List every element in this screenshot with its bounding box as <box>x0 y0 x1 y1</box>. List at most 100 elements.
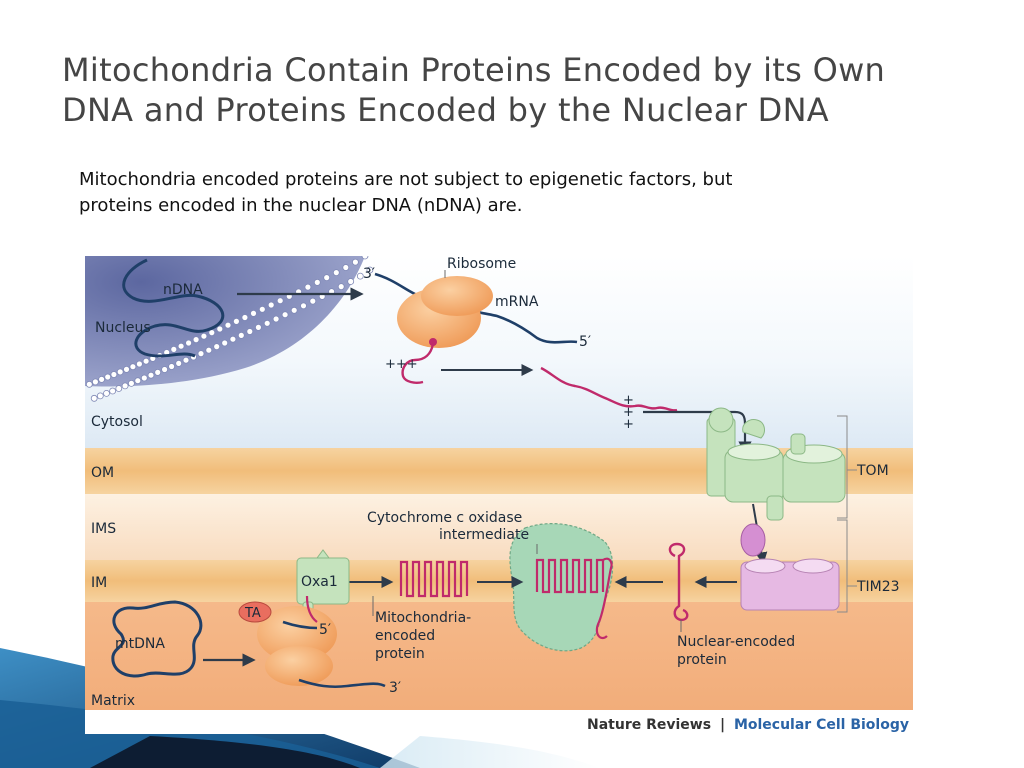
lipid-head <box>250 310 257 317</box>
cytosol-label: Cytosol <box>91 414 143 430</box>
lipid-head <box>361 256 369 260</box>
lipid-head <box>147 371 155 379</box>
mito-encoded-label-1: Mitochondria- <box>375 610 471 626</box>
nucleus <box>85 256 374 402</box>
lipid-head <box>290 306 298 314</box>
plus-charge-left: +++ <box>385 357 418 372</box>
lipid-head <box>121 382 129 390</box>
lipid-head <box>300 302 307 310</box>
cox-chain-tail <box>595 557 613 640</box>
lipid-head <box>90 394 98 402</box>
lipid-head <box>276 297 284 305</box>
lipid-head <box>96 392 104 400</box>
lipid-head <box>241 314 249 321</box>
nascent-chain-exit <box>429 338 437 346</box>
mrna-label: mRNA <box>495 294 539 310</box>
lipid-head <box>136 360 143 368</box>
mtdna-label: mtDNA <box>115 636 165 652</box>
subtitle-line-2: proteins encoded in the nuclear DNA (nDN… <box>79 195 523 216</box>
cox-label-2: intermediate <box>439 527 529 543</box>
lipid-head <box>161 366 168 373</box>
mito-encoded-label-2: encoded <box>375 628 435 644</box>
lipid-head <box>332 269 340 277</box>
plus-charge-right-1: + <box>623 393 634 408</box>
tom-complex <box>706 407 846 521</box>
ndna-strand <box>122 258 225 358</box>
lipid-head <box>237 332 245 339</box>
nuclear-encoded-protein-chain <box>668 542 689 622</box>
lipid-head <box>104 373 112 381</box>
mito-ribosome-small-subunit <box>265 646 333 686</box>
lipid-head <box>115 385 123 392</box>
lipid-head <box>185 339 192 347</box>
nuclear-encoded-label-1: Nuclear-encoded <box>677 634 795 650</box>
matrix-region <box>85 602 913 710</box>
nascent-chain <box>401 343 435 384</box>
nuclear-envelope-bilayer <box>85 256 374 402</box>
slide-subtitle: Mitochondria encoded proteins are not su… <box>79 167 939 219</box>
lipid-head <box>309 297 317 305</box>
lipid-head <box>200 332 208 340</box>
slide-title: Mitochondria Contain Proteins Encoded by… <box>62 50 962 130</box>
lipid-head <box>304 283 312 291</box>
lipid-head <box>140 374 148 382</box>
credit-strip <box>85 710 913 734</box>
prime-3-top-label: 3′ <box>363 266 375 282</box>
ribosome-small-subunit <box>421 276 493 316</box>
lipid-head <box>366 266 374 274</box>
om-label: OM <box>91 465 114 481</box>
lipid-head <box>313 278 321 286</box>
nuclear-encoded-label-2: protein <box>677 652 727 668</box>
lipid-head <box>323 274 331 282</box>
cox-transmembrane-chain <box>535 558 605 594</box>
lipid-head <box>103 389 110 397</box>
lipid-head <box>281 311 289 319</box>
mitochondria-protein-import-diagram: nDNA Nucleus 3′ Ribosome mRNA 5′ +++ + +… <box>85 256 913 734</box>
lipid-head <box>347 278 355 285</box>
prime-5-bottom-label: 5′ <box>319 622 331 638</box>
im-label: IM <box>91 575 107 591</box>
mito-encoded-label-3: protein <box>375 646 425 662</box>
cox-label-1: Cytochrome c oxidase <box>367 510 522 526</box>
lipid-head <box>267 301 275 309</box>
lipid-head <box>109 387 117 395</box>
title-line-1: Mitochondria Contain Proteins Encoded by… <box>62 51 886 89</box>
lipid-head <box>197 350 205 357</box>
mtdna-strand <box>111 600 203 678</box>
tim23-complex <box>740 523 840 611</box>
precursor-protein <box>540 366 678 412</box>
credit-section: Molecular Cell Biology <box>734 717 909 733</box>
lipid-head <box>182 356 190 364</box>
lipid-head <box>91 378 99 386</box>
credit-separator: | <box>720 717 725 733</box>
lipid-head <box>98 376 106 383</box>
lipid-head <box>175 360 183 367</box>
mito-ribosome-large-subunit <box>257 606 337 662</box>
lipid-head <box>134 377 142 385</box>
ta-label: TA <box>244 606 261 621</box>
ims-label: IMS <box>91 521 116 537</box>
tim23-label: TIM23 <box>856 579 900 595</box>
lipid-head <box>129 363 137 371</box>
lipid-head <box>170 346 178 353</box>
nucleus-label: Nucleus <box>95 320 151 336</box>
prime-3-bottom-label: 3′ <box>389 680 401 696</box>
lipid-head <box>258 305 266 313</box>
oxa1-label: Oxa1 <box>301 574 338 590</box>
lipid-head <box>116 368 124 376</box>
plus-charge-right-2: + <box>623 405 634 420</box>
mito-mrna-strand <box>282 620 386 689</box>
tim23-bracket <box>837 519 857 613</box>
figure-credit: Nature Reviews | Molecular Cell Biology <box>587 717 909 733</box>
lipid-head <box>254 324 262 331</box>
lipid-head <box>232 318 240 325</box>
lipid-head <box>246 328 254 335</box>
mito-nascent-chain <box>305 595 318 623</box>
lipid-head <box>168 363 175 370</box>
subtitle-line-1: Mitochondria encoded proteins are not su… <box>79 169 733 190</box>
lipid-head <box>337 283 345 291</box>
lipid-head <box>229 335 237 343</box>
lipid-head <box>154 369 162 376</box>
plus-charge-right-3: + <box>623 417 634 432</box>
credit-journal: Nature Reviews <box>587 717 711 733</box>
